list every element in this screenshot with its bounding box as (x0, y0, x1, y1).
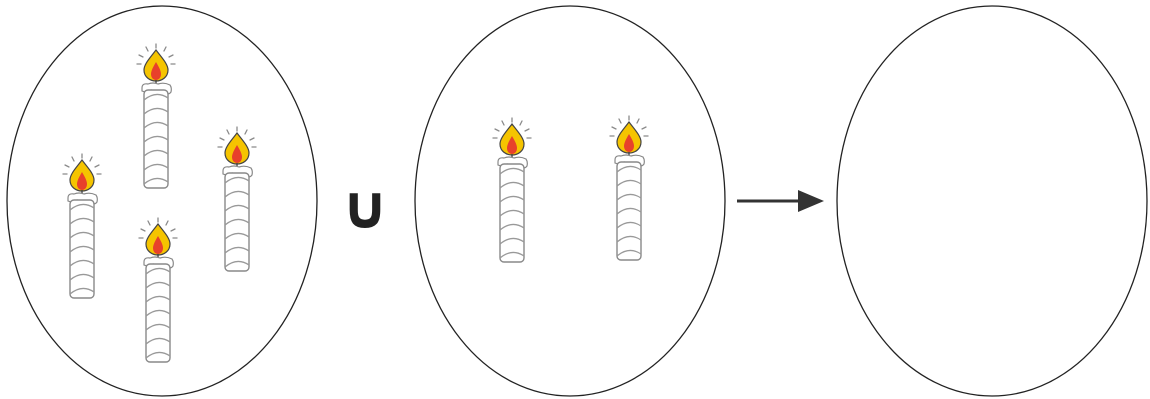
candle-icon (493, 118, 531, 262)
middle-set-ellipse (415, 6, 725, 396)
union-symbol: ∪ (341, 173, 390, 243)
candle-icon (137, 44, 175, 188)
candle-icon (218, 127, 256, 271)
result-set-ellipse (837, 6, 1147, 396)
candle-icon (610, 116, 648, 260)
arrow-right-icon (737, 190, 824, 212)
candle-icon (63, 154, 101, 298)
candle-icon (139, 218, 177, 362)
